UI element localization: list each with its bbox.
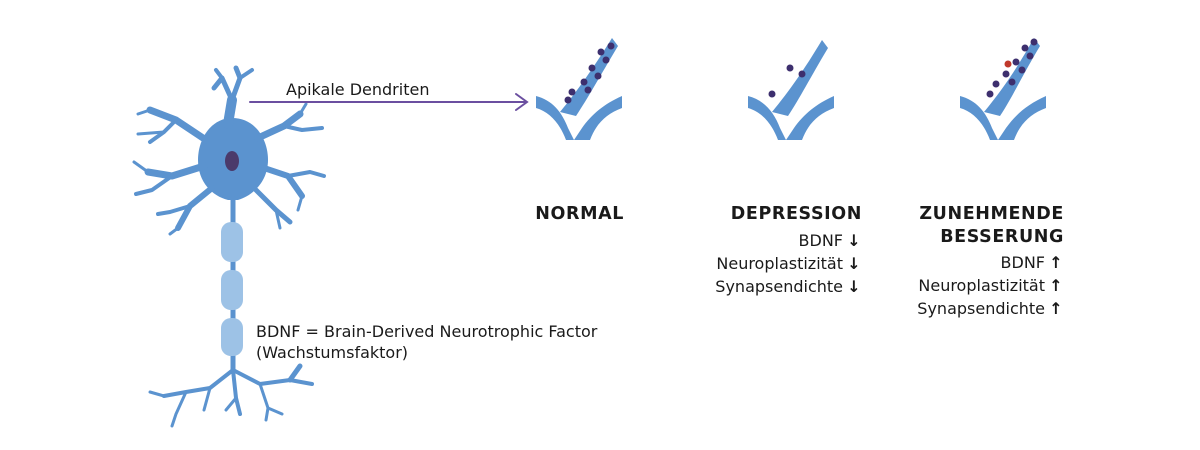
up-arrow-icon: ↑ <box>1049 274 1063 297</box>
axon-terminals <box>164 370 233 396</box>
metric-name: Synapsendichte <box>715 277 843 296</box>
down-arrow-icon: ↓ <box>847 229 861 252</box>
metric-name: Synapsendichte <box>917 299 1045 318</box>
dendrite-lower-right <box>256 190 290 222</box>
bdnf-definition-line2: (Wachstumsfaktor) <box>256 342 597 363</box>
myelin-sheath <box>221 318 243 356</box>
dendrite-mid-right <box>264 168 302 196</box>
up-arrow-icon: ↑ <box>1049 297 1063 320</box>
up-arrow-icon: ↑ <box>1049 251 1063 274</box>
apical-dendrite-trunk <box>228 100 232 124</box>
improvement-title-line1: ZUNEHMENDE <box>919 203 1064 226</box>
metric-name: BDNF <box>799 231 843 250</box>
dendrite-normal <box>536 38 622 140</box>
improvement-metric-synapse-density: Synapsendichte↑ <box>917 297 1063 320</box>
improvement-title-line2: BESSERUNG <box>919 226 1064 249</box>
myelin-sheaths <box>221 222 243 356</box>
bdnf-definition-line1: BDNF = Brain-Derived Neurotrophic Factor <box>256 321 597 342</box>
down-arrow-icon: ↓ <box>847 275 861 298</box>
myelin-sheath <box>221 222 243 262</box>
dendrite-depression <box>748 40 834 140</box>
improvement-metric-bdnf: BDNF↑ <box>1001 251 1063 274</box>
metric-name: BDNF <box>1001 253 1045 272</box>
improvement-title: ZUNEHMENDE BESSERUNG <box>919 203 1064 249</box>
improvement-metric-neuroplasticity: Neuroplastizität↑ <box>918 274 1063 297</box>
spine-highlight <box>1005 61 1012 68</box>
metric-name: Neuroplastizität <box>716 254 843 273</box>
dendrite-upper-right <box>258 114 300 138</box>
depression-metric-neuroplasticity: Neuroplastizität↓ <box>716 252 861 275</box>
neuron-nucleus <box>225 151 239 171</box>
normal-title: NORMAL <box>535 203 624 226</box>
bdnf-definition: BDNF = Brain-Derived Neurotrophic Factor… <box>256 321 597 363</box>
depression-title: DEPRESSION <box>731 203 862 226</box>
dendrite-mid-left <box>148 166 204 176</box>
down-arrow-icon: ↓ <box>847 252 861 275</box>
dendrite-improvement <box>960 38 1046 140</box>
apical-dendrites-label: Apikale Dendriten <box>286 80 429 99</box>
depression-metric-bdnf: BDNF↓ <box>799 229 861 252</box>
metric-name: Neuroplastizität <box>918 276 1045 295</box>
myelin-sheath <box>221 270 243 310</box>
depression-metric-synapse-density: Synapsendichte↓ <box>715 275 861 298</box>
